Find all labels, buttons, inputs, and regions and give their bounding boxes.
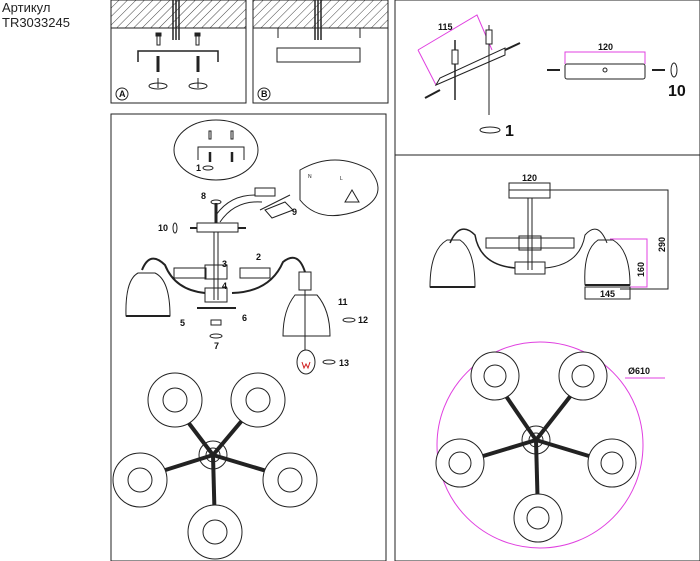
mount-step-1: 1 bbox=[505, 123, 514, 140]
wire-n-label: N bbox=[308, 174, 312, 180]
panel-b-ceiling-mount bbox=[252, 0, 389, 104]
bulb-icon bbox=[296, 349, 316, 375]
warning-icon bbox=[344, 189, 360, 203]
mount-width-label: 115 bbox=[438, 22, 453, 32]
step-4-label: 4 bbox=[222, 281, 227, 291]
badge-b-circle bbox=[257, 87, 271, 101]
panel-a-badge: A bbox=[119, 89, 126, 99]
article-info: Артикул TR3033245 bbox=[2, 0, 70, 30]
anchor-icon bbox=[194, 32, 201, 46]
step-12-label: 12 bbox=[358, 315, 368, 325]
top-view-arms bbox=[112, 372, 318, 560]
step-11-label: 11 bbox=[338, 297, 348, 307]
step-5-label: 5 bbox=[180, 318, 185, 328]
step-1-label: 1 bbox=[196, 163, 201, 173]
step-labels: 1 2 3 4 5 6 7 8 9 10 11 12 13 N L bbox=[158, 163, 368, 368]
step-3-label: 3 bbox=[222, 259, 227, 269]
step-8-label: 8 bbox=[201, 191, 206, 201]
dimensions-panel bbox=[394, 154, 700, 561]
step-7-label: 7 bbox=[214, 341, 219, 351]
anchor-icon bbox=[155, 32, 162, 46]
panel-a-ceiling-mount bbox=[110, 0, 247, 104]
dim-height-label: 290 bbox=[657, 237, 667, 252]
step-6-label: 6 bbox=[242, 313, 247, 323]
article-code: TR3033245 bbox=[2, 15, 70, 30]
dim-plate-label: 120 bbox=[522, 173, 537, 183]
step-13-label: 13 bbox=[339, 358, 349, 368]
assembly-panel bbox=[110, 113, 387, 561]
mount-step-10: 10 bbox=[668, 83, 686, 100]
step-9-label: 9 bbox=[292, 207, 297, 217]
step-2-label: 2 bbox=[256, 252, 261, 262]
dim-shade-width-label: 145 bbox=[600, 289, 615, 299]
article-label: Артикул bbox=[2, 0, 51, 15]
badge-a-circle bbox=[115, 87, 129, 101]
panel-b-badge: B bbox=[261, 89, 268, 99]
dim-diameter-label: Ø610 bbox=[628, 366, 650, 376]
wire-l-label: L bbox=[340, 176, 343, 182]
step-10-label: 10 bbox=[158, 223, 168, 233]
mount-plate-label: 120 bbox=[598, 42, 613, 52]
dim-shade-height-label: 160 bbox=[636, 262, 646, 277]
